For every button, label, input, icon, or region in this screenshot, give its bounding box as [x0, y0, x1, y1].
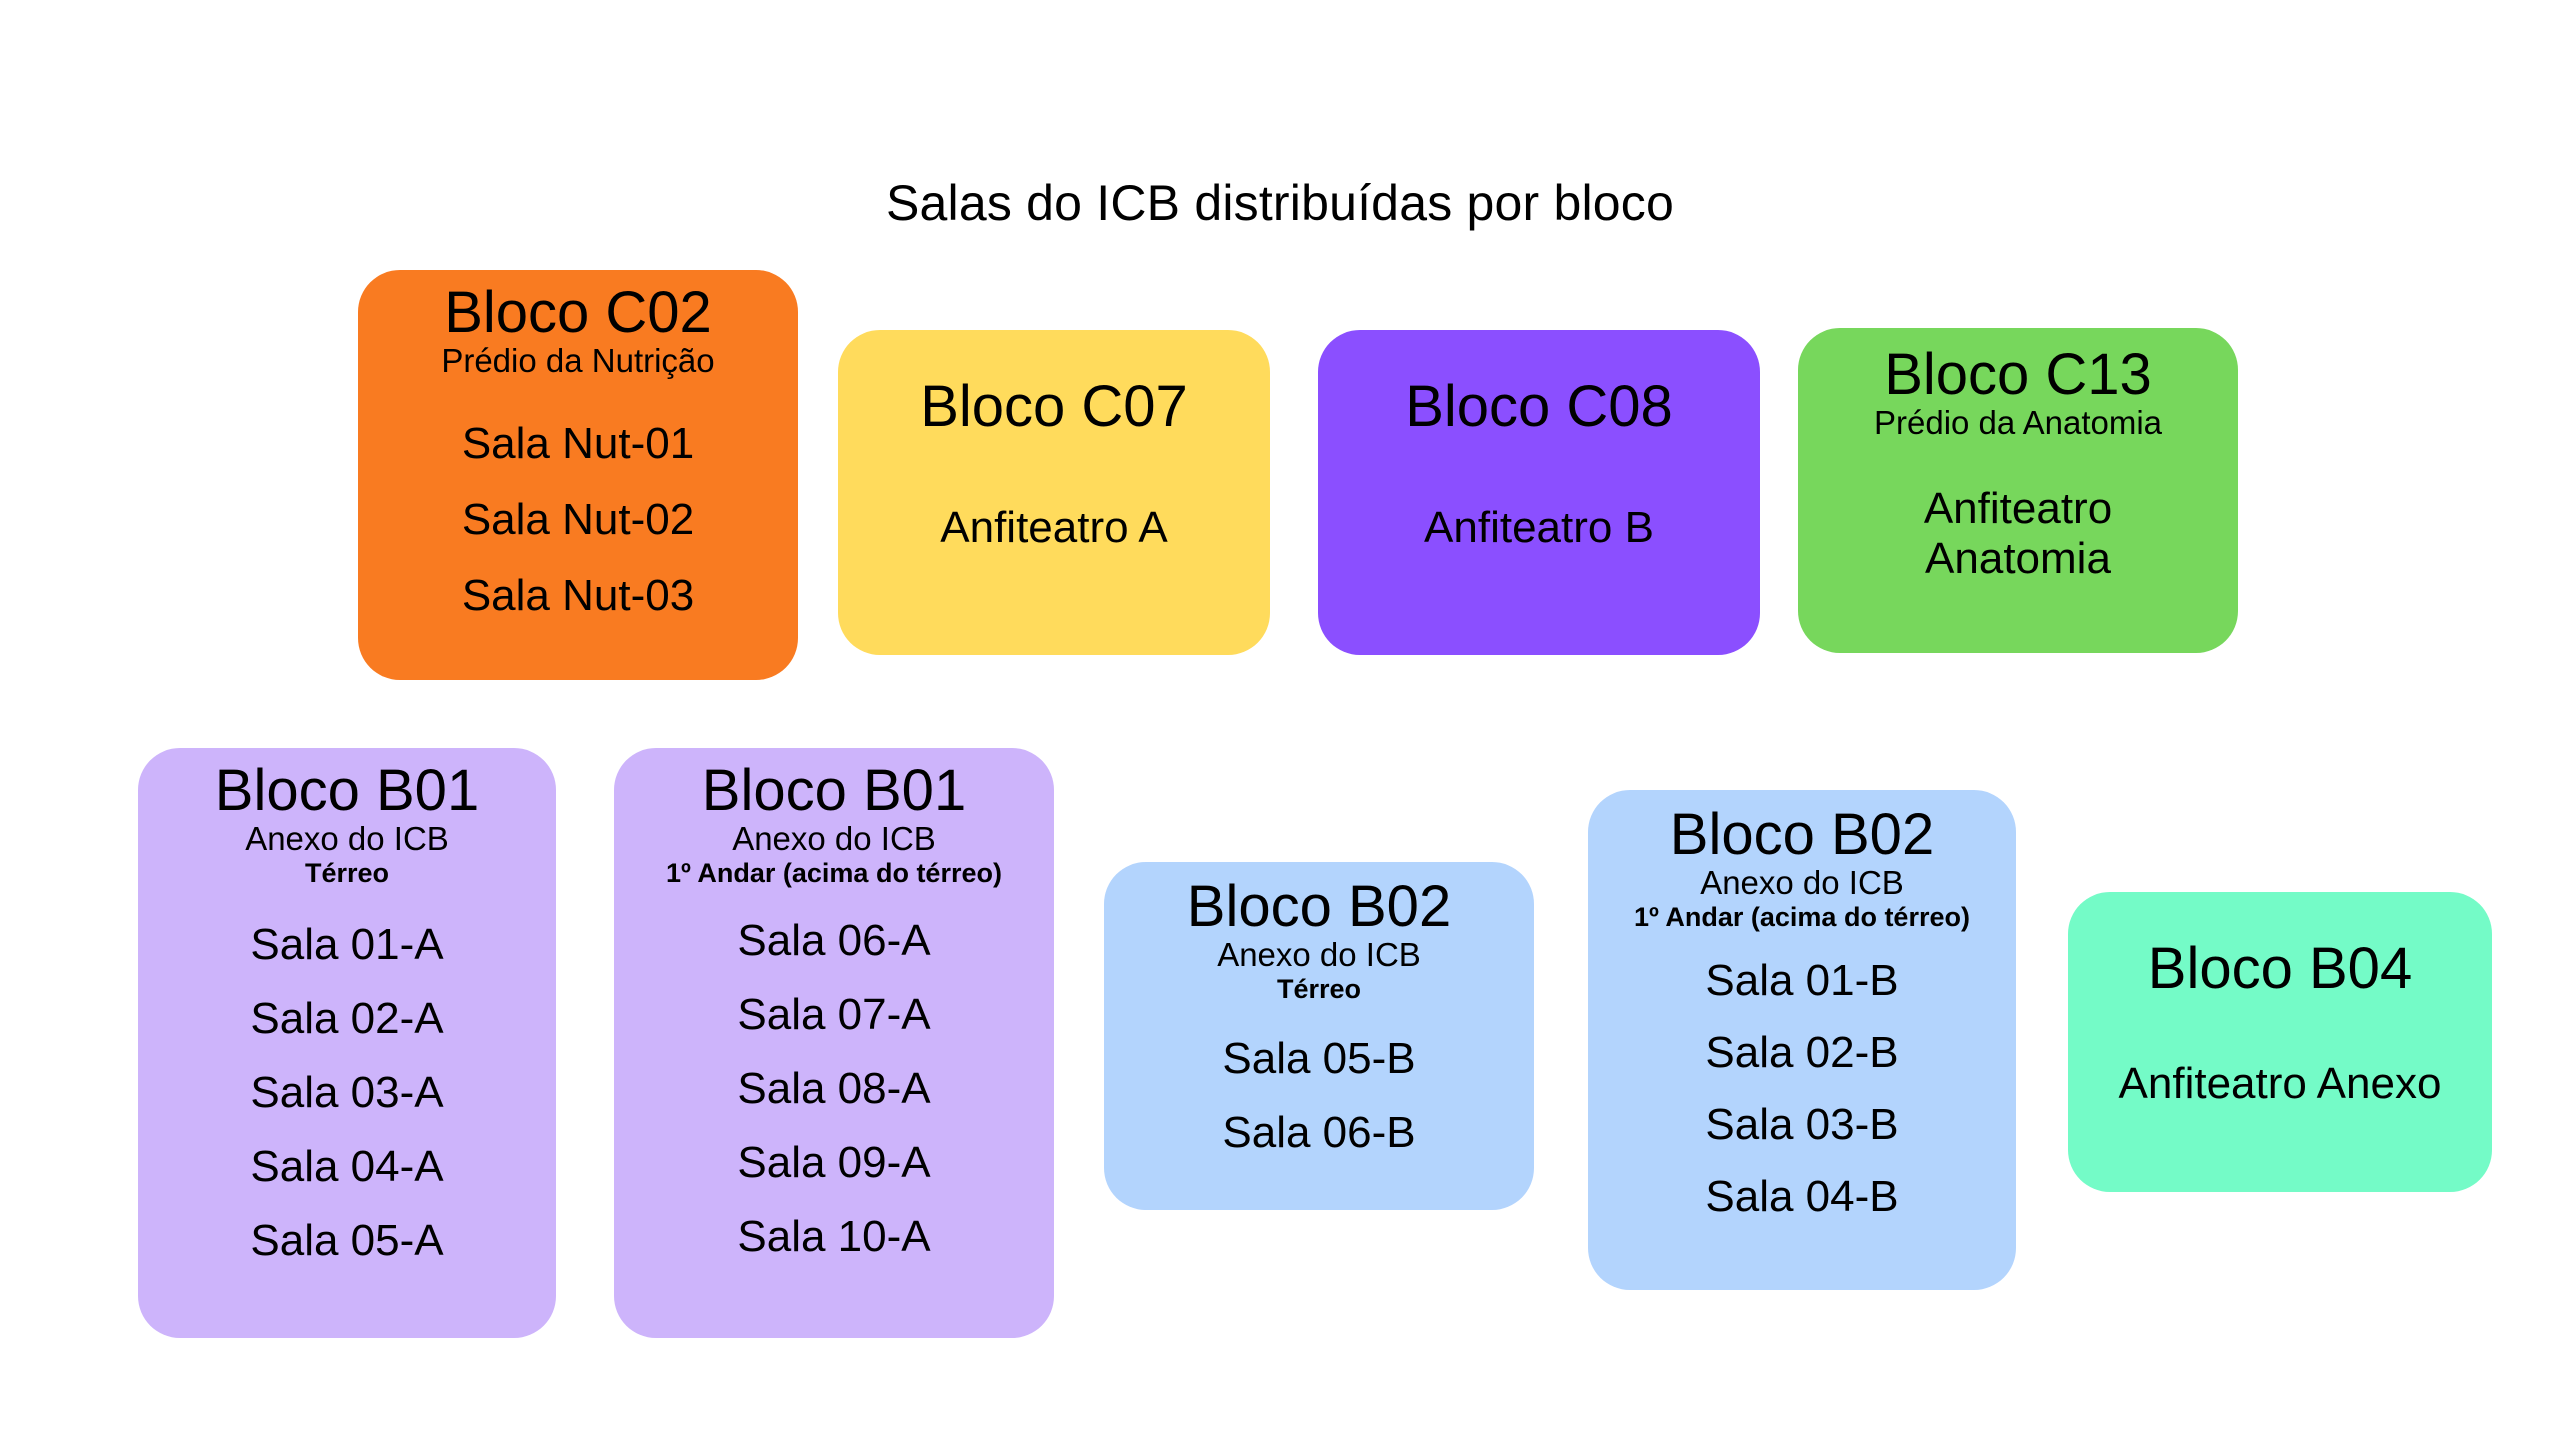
room-item: Sala 04-A — [250, 1141, 444, 1191]
room-item: Sala 04-B — [1705, 1171, 1899, 1221]
block-caption: Anfiteatro A — [940, 503, 1168, 553]
block-floor: 1º Andar (acima do térreo) — [666, 858, 1002, 889]
block-title: Bloco B01 — [214, 758, 480, 823]
block-subtitle: Anexo do ICB — [1700, 864, 1904, 902]
room-item: Sala Nut-03 — [461, 571, 695, 621]
block-title: Bloco B04 — [2147, 936, 2413, 1001]
room-item: Sala 06-B — [1222, 1107, 1416, 1157]
room-list: Sala 01-A Sala 02-A Sala 03-A Sala 04-A … — [250, 919, 444, 1265]
room-item: Sala 07-A — [737, 989, 931, 1039]
room-item: Sala 02-A — [250, 993, 444, 1043]
room-item: Sala 01-A — [250, 919, 444, 969]
room-list: Sala 05-B Sala 06-B — [1222, 1033, 1416, 1157]
block-floor: Térreo — [304, 858, 390, 889]
block-subtitle: Prédio da Anatomia — [1873, 404, 2163, 442]
block-card-b01-andar[interactable]: Bloco B01 Anexo do ICB 1º Andar (acima d… — [614, 748, 1054, 1338]
room-item: Sala 03-B — [1705, 1099, 1899, 1149]
block-card-b04[interactable]: Bloco B04 Anfiteatro Anexo — [2068, 892, 2492, 1192]
room-item: Sala 10-A — [737, 1211, 931, 1261]
block-card-b02-terreo[interactable]: Bloco B02 Anexo do ICB Térreo Sala 05-B … — [1104, 862, 1534, 1210]
block-subtitle: Prédio da Nutrição — [441, 342, 715, 380]
page-title: Salas do ICB distribuídas por bloco — [886, 174, 1674, 231]
block-subtitle: Anexo do ICB — [245, 820, 449, 858]
room-item: Sala Nut-02 — [461, 495, 695, 545]
room-item: Sala 09-A — [737, 1137, 931, 1187]
room-item: Sala 03-A — [250, 1067, 444, 1117]
room-item: Sala 05-B — [1222, 1033, 1416, 1083]
block-card-b02-andar[interactable]: Bloco B02 Anexo do ICB 1º Andar (acima d… — [1588, 790, 2016, 1290]
block-title: Bloco B01 — [701, 758, 967, 823]
block-card-c08[interactable]: Bloco C08 Anfiteatro B — [1318, 330, 1760, 655]
block-card-c02[interactable]: Bloco C02 Prédio da Nutrição Sala Nut-01… — [358, 270, 798, 680]
room-list: Sala Nut-01 Sala Nut-02 Sala Nut-03 — [462, 422, 694, 618]
block-title: Bloco C02 — [444, 280, 712, 345]
block-caption: Anfiteatro B — [1424, 503, 1654, 553]
block-subtitle: Anexo do ICB — [732, 820, 936, 858]
block-title: Bloco B02 — [1186, 874, 1452, 939]
block-caption: Anfiteatro Anexo — [2118, 1059, 2442, 1109]
block-floor: 1º Andar (acima do térreo) — [1634, 902, 1970, 933]
room-item: Sala 08-A — [737, 1063, 931, 1113]
block-title: Bloco C13 — [1884, 342, 2152, 407]
block-card-b01-terreo[interactable]: Bloco B01 Anexo do ICB Térreo Sala 01-A … — [138, 748, 556, 1338]
room-list: Sala 01-B Sala 02-B Sala 03-B Sala 04-B — [1705, 955, 1899, 1221]
block-title: Bloco B02 — [1669, 802, 1935, 867]
block-caption: Anfiteatro Anatomia — [1923, 484, 2113, 583]
block-card-c07[interactable]: Bloco C07 Anfiteatro A — [838, 330, 1270, 655]
room-item: Sala 02-B — [1705, 1027, 1899, 1077]
room-item: Sala 06-A — [737, 915, 931, 965]
room-item: Sala 05-A — [250, 1215, 444, 1265]
block-title: Bloco C07 — [920, 374, 1188, 439]
room-item: Sala Nut-01 — [461, 419, 695, 469]
block-title: Bloco C08 — [1405, 374, 1673, 439]
block-subtitle: Anexo do ICB — [1217, 936, 1421, 974]
room-item: Sala 01-B — [1705, 955, 1899, 1005]
block-floor: Térreo — [1276, 974, 1362, 1005]
room-list: Sala 06-A Sala 07-A Sala 08-A Sala 09-A … — [737, 915, 931, 1261]
block-card-c13[interactable]: Bloco C13 Prédio da Anatomia Anfiteatro … — [1798, 328, 2238, 653]
